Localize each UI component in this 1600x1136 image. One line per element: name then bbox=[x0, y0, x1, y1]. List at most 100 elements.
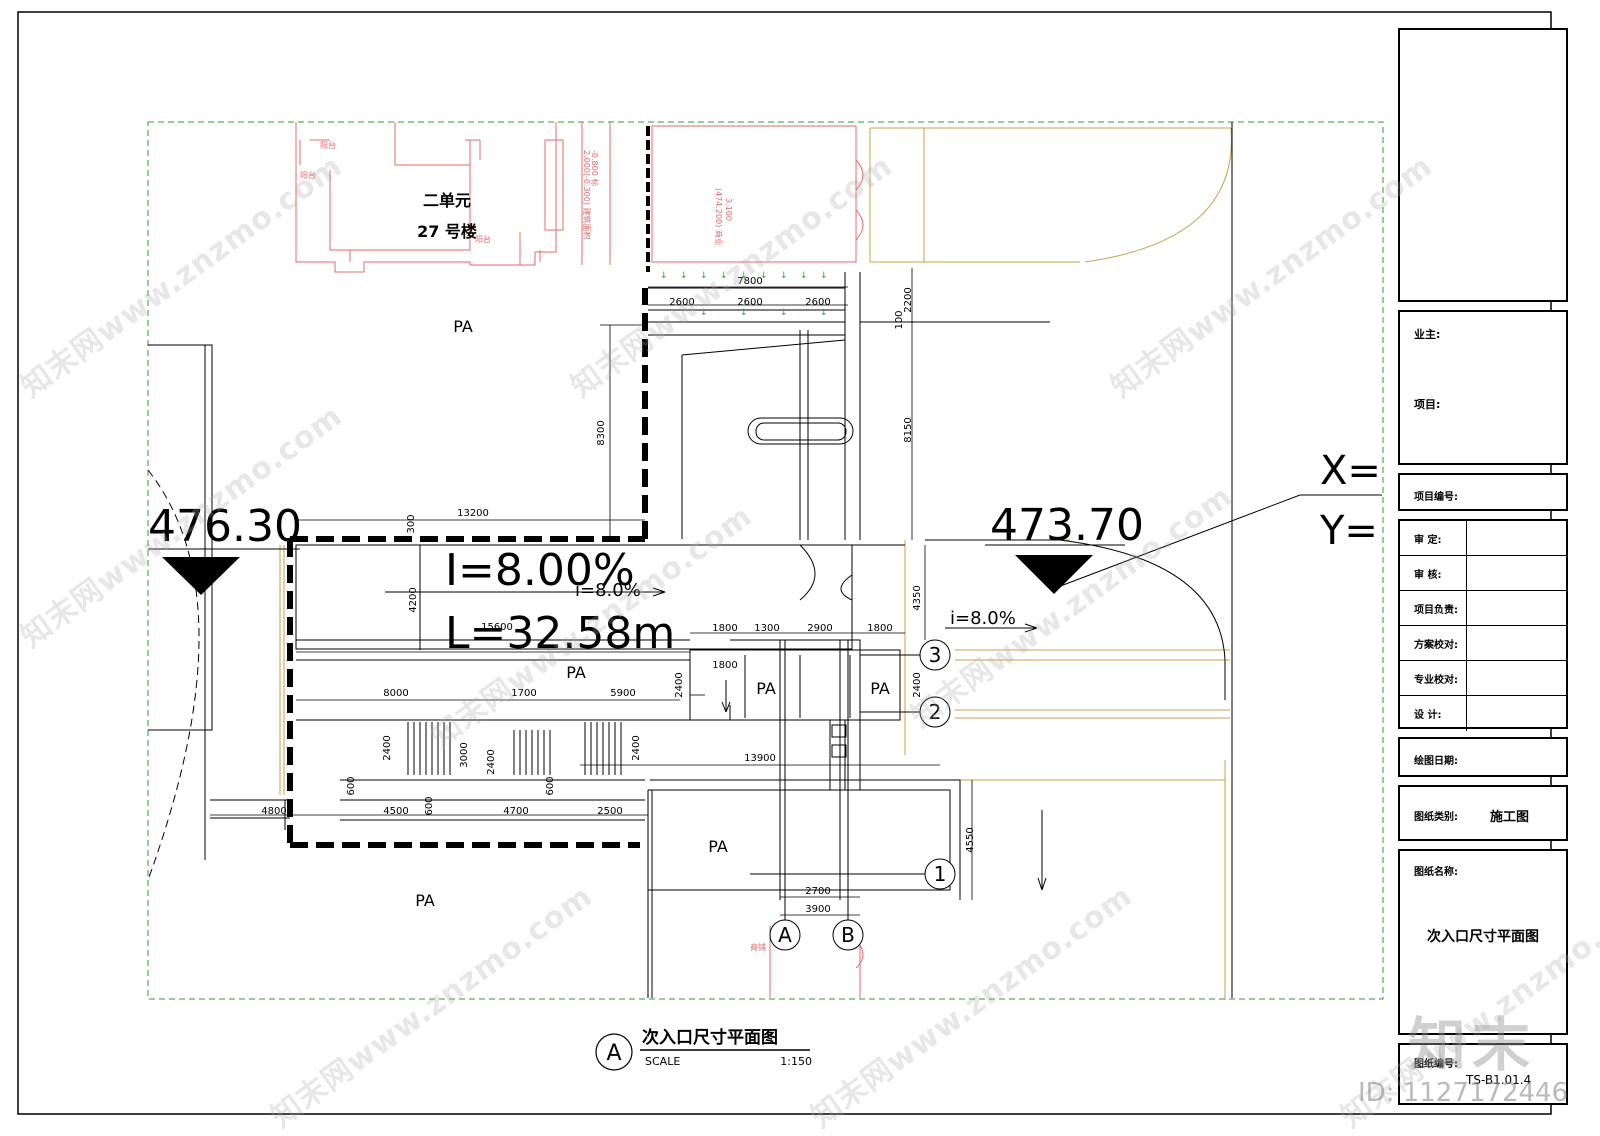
elevation-left-text: 476.30 bbox=[148, 501, 302, 552]
area-labels: PA PA PA PA PA PA bbox=[415, 317, 890, 910]
drawing-name-value: 次入口尺寸平面图 bbox=[1427, 929, 1539, 945]
dim-text: 4500 bbox=[383, 806, 408, 817]
building-red-text: 阳台 阳台 阳台 商铺 bbox=[300, 140, 766, 952]
approval-label: 审 核: bbox=[1414, 570, 1442, 581]
site-boundary bbox=[147, 121, 1384, 1000]
title-block-logo-frame bbox=[1398, 28, 1568, 302]
dim-text: 300 bbox=[406, 514, 417, 533]
dim-text: 1300 bbox=[754, 623, 779, 634]
axis-label: 1 bbox=[934, 862, 947, 886]
building-name-2: 27 号楼 bbox=[417, 222, 477, 241]
svg-text:↓: ↓ bbox=[700, 271, 708, 281]
approval-label: 方案校对: bbox=[1414, 640, 1458, 651]
dim-text: 1800 bbox=[712, 660, 737, 671]
area-label: PA bbox=[756, 679, 776, 698]
dim-text: 1800 bbox=[712, 623, 737, 634]
drawing-number-value: TS-B1.01.4 bbox=[1466, 1073, 1532, 1087]
dim-text: 4350 bbox=[912, 585, 923, 610]
slope-small-1: i=8.0% bbox=[575, 580, 641, 601]
dim-text: 2900 bbox=[807, 623, 832, 634]
svg-text:↓: ↓ bbox=[720, 271, 728, 281]
approval-row: 方案校对: bbox=[1400, 626, 1566, 661]
building-elev-text: 2.000(-0.300) 建筑面积 -0.800 标 bbox=[582, 150, 600, 239]
caption-title: 次入口尺寸平面图 bbox=[642, 1027, 778, 1048]
category-value: 施工图 bbox=[1490, 810, 1530, 825]
dim-text: 2200 bbox=[903, 287, 914, 312]
dim-text: 2700 bbox=[805, 886, 830, 897]
dim-text: 13200 bbox=[457, 508, 489, 519]
drawing-number-label: 图纸编号: bbox=[1414, 1059, 1458, 1070]
project-no-label: 项目编号: bbox=[1414, 492, 1458, 503]
svg-text:↓: ↓ bbox=[760, 271, 768, 281]
approval-label: 专业校对: bbox=[1414, 675, 1458, 686]
dim-text: 4550 bbox=[965, 827, 976, 852]
svg-text:↓: ↓ bbox=[800, 271, 808, 281]
dim-text: 2400 bbox=[486, 749, 497, 774]
svg-text:-0.800 标: -0.800 标 bbox=[590, 150, 600, 186]
approval-row: 审 核: bbox=[1400, 556, 1566, 591]
dim-text: 600 bbox=[545, 776, 556, 795]
svg-text:↓: ↓ bbox=[820, 308, 828, 318]
svg-text:↓: ↓ bbox=[700, 308, 708, 318]
elevation-right-text: 473.70 bbox=[990, 500, 1144, 551]
slope-small-2: i=8.0% bbox=[950, 608, 1016, 629]
building-elev-text-2: (474.200) 商业 3.100 bbox=[714, 188, 733, 246]
watermark-id: ID: 1127172446 bbox=[1358, 1078, 1569, 1108]
dim-text: 4800 bbox=[261, 806, 286, 817]
title-block-category: 图纸类别: 施工图 bbox=[1398, 785, 1568, 841]
dim-text: 2400 bbox=[912, 672, 923, 697]
svg-text:阳台: 阳台 bbox=[475, 234, 491, 244]
area-label: PA bbox=[708, 837, 728, 856]
dim-text: 4700 bbox=[503, 806, 528, 817]
approval-row: 设 计: bbox=[1400, 696, 1566, 731]
coord-y: Y= bbox=[1319, 508, 1378, 554]
ramp-heavy-walls bbox=[287, 288, 648, 848]
axis-label: B bbox=[841, 923, 855, 947]
dim-text: 8150 bbox=[903, 417, 914, 442]
watermark-logo: 知末 bbox=[1408, 1011, 1537, 1079]
dim-text: 8300 bbox=[596, 420, 607, 445]
category-label: 图纸类别: bbox=[1414, 812, 1458, 823]
title-block-number: 图纸编号: TS-B1.01.4 bbox=[1398, 1043, 1568, 1105]
svg-text:商铺: 商铺 bbox=[750, 942, 766, 952]
drawing-name-label: 图纸名称: bbox=[1414, 867, 1458, 878]
area-label: PA bbox=[566, 663, 586, 682]
title-block-date: 绘图日期: bbox=[1398, 737, 1568, 777]
coord-x: X= bbox=[1320, 448, 1381, 494]
area-label: PA bbox=[870, 679, 890, 698]
dim-text: 1800 bbox=[867, 623, 892, 634]
dim-text: 4200 bbox=[408, 587, 419, 612]
dimension-lines bbox=[210, 268, 973, 916]
dim-text: 2500 bbox=[597, 806, 622, 817]
title-block-approvals: 审 定: 审 核: 项目负责: 方案校对: 专业校对: 设 计: bbox=[1398, 519, 1568, 731]
dim-text: 5900 bbox=[610, 688, 635, 699]
svg-text:↓: ↓ bbox=[780, 271, 788, 281]
building-name-1: 二单元 bbox=[423, 191, 471, 210]
elevation-marker-left: 476.30 bbox=[148, 501, 302, 595]
length-big: L=32.58m bbox=[445, 608, 675, 659]
dim-text: 1700 bbox=[511, 688, 536, 699]
residential-building bbox=[295, 122, 864, 998]
dim-text: 2400 bbox=[382, 735, 393, 760]
approval-label: 审 定: bbox=[1414, 535, 1442, 546]
road-outlines bbox=[147, 122, 1233, 998]
svg-text:↓: ↓ bbox=[780, 308, 788, 318]
road-edges bbox=[279, 127, 1233, 1000]
svg-text:↓: ↓ bbox=[680, 271, 688, 281]
drawing-caption: A 次入口尺寸平面图 SCALE 1:150 bbox=[595, 1027, 812, 1071]
dim-text: 8000 bbox=[383, 688, 408, 699]
approval-row: 专业校对: bbox=[1400, 661, 1566, 696]
dim-text: 3900 bbox=[805, 904, 830, 915]
slope-arrows bbox=[385, 587, 1047, 891]
svg-text:↓: ↓ bbox=[820, 271, 828, 281]
title-block-project-no: 项目编号: bbox=[1398, 473, 1568, 511]
axis-label: A bbox=[778, 923, 792, 947]
dim-text: 7800 bbox=[737, 276, 762, 287]
dim-text: 15600 bbox=[481, 622, 513, 633]
title-block-drawing-name: 图纸名称: 次入口尺寸平面图 bbox=[1398, 849, 1568, 1035]
caption-marker: A bbox=[606, 1041, 621, 1066]
dim-text: 13900 bbox=[744, 753, 776, 764]
approval-row: 审 定: bbox=[1400, 521, 1566, 556]
dim-text: 600 bbox=[346, 776, 357, 795]
